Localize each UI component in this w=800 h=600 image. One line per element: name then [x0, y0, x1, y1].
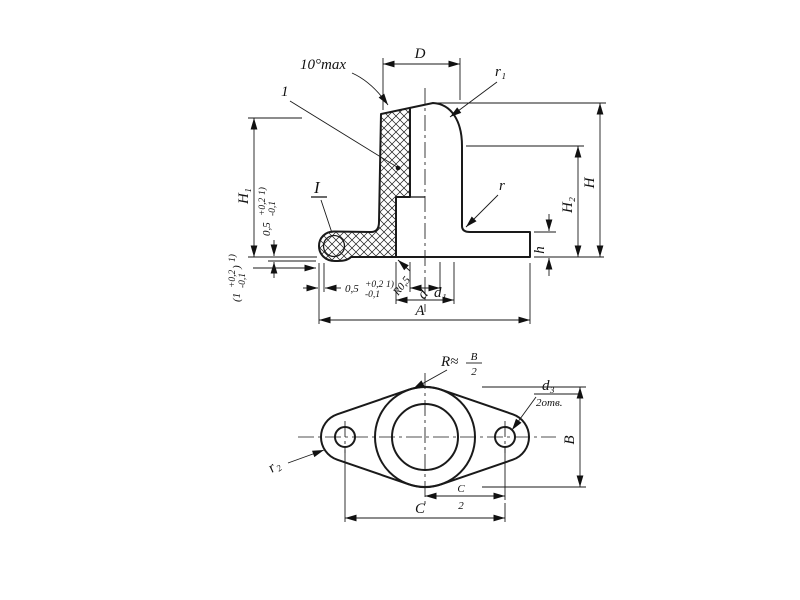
dim-tol-left: 0,5+0,2-0,11) [257, 187, 316, 278]
r1-note: r₁ [449, 64, 506, 118]
dim-label-H1: H₁ [236, 188, 252, 205]
section-view: D 10°max r₁ 1 H₁ 0,5 [227, 46, 606, 324]
part-outline [318, 102, 531, 262]
callout-label: 1 [281, 84, 289, 100]
dim-label-tol-left: 0,5+0,2-0,11) [257, 187, 278, 236]
dim-label-C-half-num: C [457, 483, 465, 495]
R-frac-num: B [471, 351, 478, 363]
dim-tol-paren: (1+0,2-0,1)1) [227, 254, 316, 302]
bead-detail-circle [322, 234, 346, 258]
d3-note: d₃ 2отв. [511, 378, 578, 431]
dim-label-D: D [414, 46, 426, 62]
dim-label-B: B [562, 435, 578, 444]
R-frac-den: 2 [471, 366, 477, 378]
dim-label-C-half-den: 2 [458, 500, 464, 512]
r1-label: r₁ [495, 64, 506, 80]
d3-leader [511, 396, 537, 431]
r-leader [465, 194, 499, 228]
dim-B: B [482, 386, 586, 488]
dim-label-tol-paren: (1+0,2-0,1)1) [227, 254, 248, 302]
dim-tol-bottom: 0,5+0,2-0,11) [303, 263, 394, 300]
callout-leader [289, 100, 398, 168]
dim-label-tol-bottom: 0,5+0,2-0,11) [345, 279, 394, 300]
section-hatched-material [319, 108, 410, 261]
dim-label-C: C [415, 501, 426, 517]
dim-label-h: h [532, 246, 548, 254]
r2-note: r₂ [265, 449, 325, 476]
plan-view: R≈ B 2 d₃ 2отв. B r₂ C [265, 351, 586, 522]
r1-leader [449, 81, 498, 118]
R05-leader [397, 259, 411, 272]
dim-C-half: C 2 [425, 447, 506, 512]
dim-H1: H₁ [236, 117, 317, 258]
d3-holes-label: 2отв. [536, 397, 562, 409]
callout-dot [395, 165, 401, 171]
dim-C: C [344, 450, 506, 522]
dim-H: H [437, 102, 606, 258]
R-prefix: R≈ [440, 354, 458, 370]
r2-label: r₂ [265, 457, 283, 476]
dim-label-H2: H₂ [560, 197, 576, 214]
r-label: r [499, 178, 505, 194]
angle-label: 10°max [300, 57, 346, 73]
bore-contour [395, 107, 411, 258]
R-leader [412, 369, 448, 390]
dim-d1: d₁ [395, 262, 455, 304]
dim-A: A [318, 263, 531, 324]
r-note: r [465, 178, 505, 228]
d3-label: d₃ [542, 378, 555, 394]
detail-I: I [311, 178, 333, 234]
dim-label-H: H [582, 176, 598, 189]
callout-1: 1 [281, 84, 401, 171]
detail-leader [320, 199, 333, 234]
angle-leader [351, 72, 389, 106]
dim-h: h [532, 214, 556, 276]
detail-label: I [313, 178, 321, 197]
dim-label-A: A [414, 303, 425, 319]
r2-leader [287, 449, 325, 464]
dim-H2: H₂ [466, 145, 584, 257]
dim-D: D [382, 46, 461, 110]
angle-note: 10°max [300, 57, 389, 106]
R-note: R≈ B 2 [412, 351, 482, 390]
dim-label-d1: d₁ [434, 285, 447, 301]
